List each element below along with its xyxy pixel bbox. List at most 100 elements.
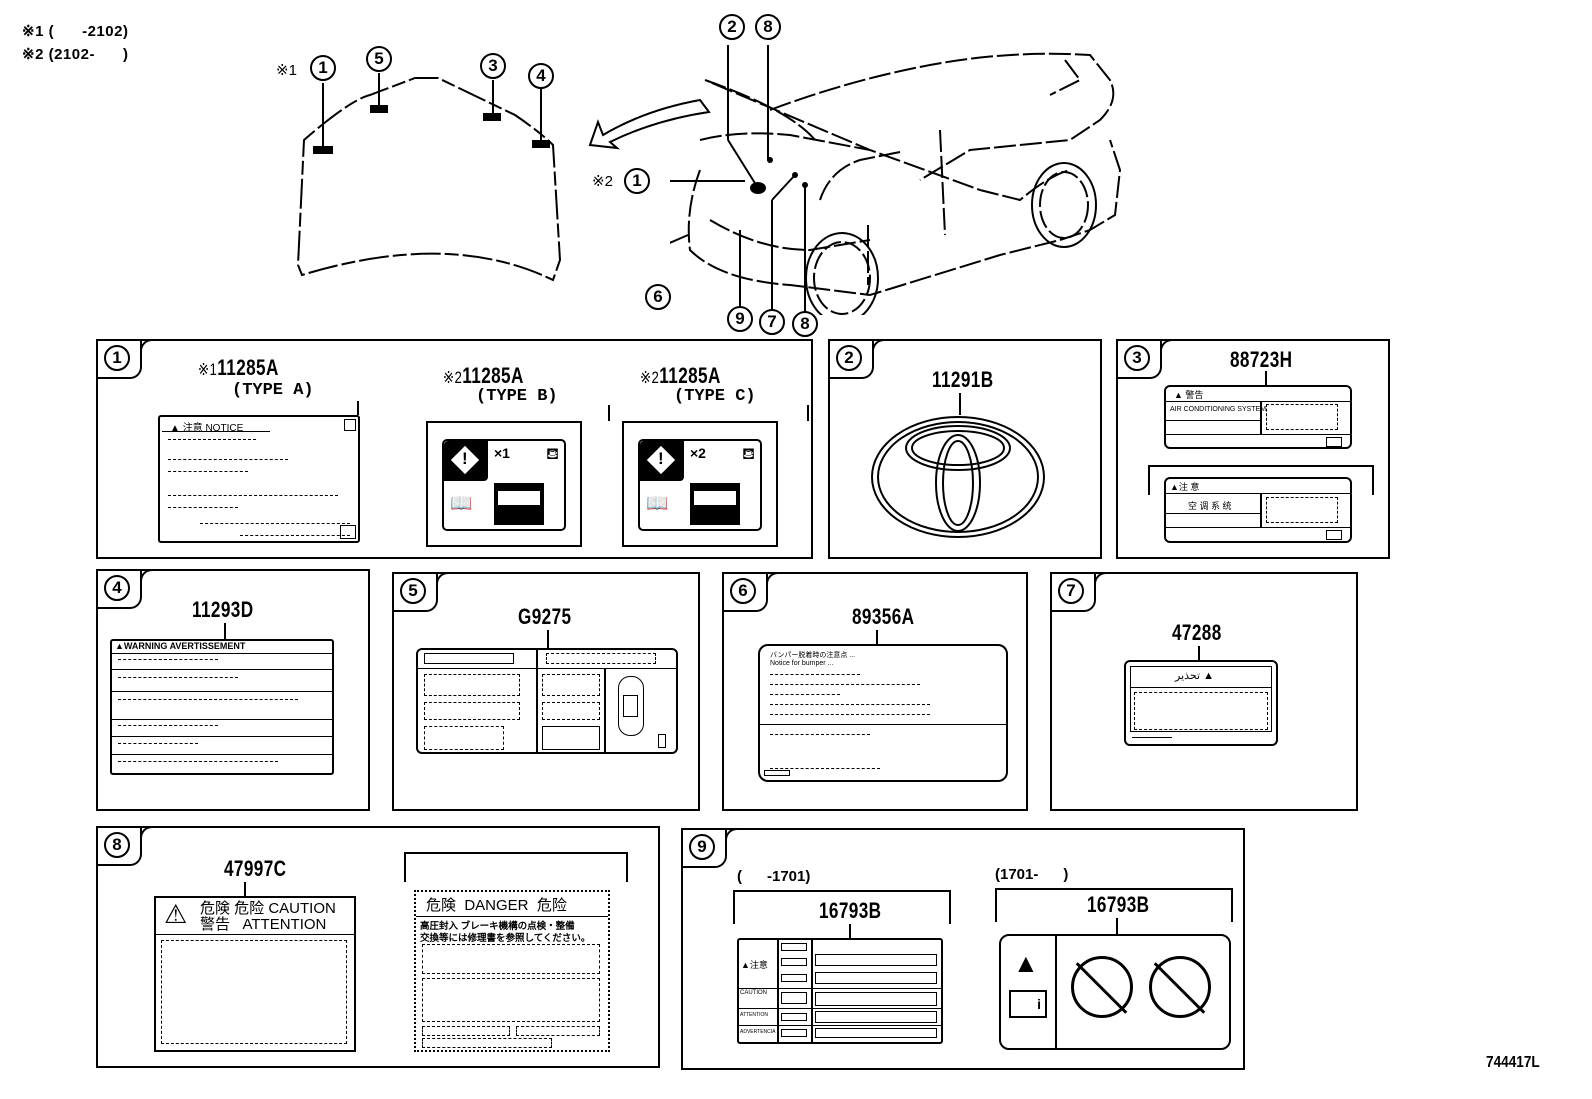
car-top-view-icon xyxy=(618,676,644,736)
label-mark-1 xyxy=(313,146,333,154)
notice-header: ▲ 注意 NOTICE xyxy=(170,423,244,434)
caution-header-line-1: 危険 危险 CAUTION xyxy=(200,900,336,917)
panel-1: 1 ※111285A (TYPE A) ▲ 注意 NOTICE ※211285A… xyxy=(96,339,813,559)
fill-count-text: ×1 xyxy=(494,445,510,461)
panel-8-number: 8 xyxy=(104,832,130,858)
warning-label-header: ▲WARNING AVERTISSEMENT xyxy=(115,641,246,651)
danger-text-line-2: 交換等には修理書を参照してください。 xyxy=(420,933,591,944)
car-callout-2[interactable]: 2 xyxy=(719,14,745,40)
panel-1-number: 1 xyxy=(104,345,130,371)
part-number-11285a-type-c: ※211285A xyxy=(640,363,721,388)
part-number-11293d: 11293D xyxy=(192,597,254,622)
read-manual-icon: i xyxy=(1009,990,1047,1018)
panel-6: 6 89356A バンパー脱着時の注意点 ... Notice for bump… xyxy=(722,572,1028,811)
part-number-89356a: 89356A xyxy=(852,604,915,629)
part-number-88723h: 88723H xyxy=(1230,347,1293,372)
hood-callout-1-prefix: ※1 xyxy=(276,62,297,79)
label-9-left-range: ( -1701) xyxy=(737,868,811,885)
panel-5-number: 5 xyxy=(400,578,426,604)
part-number-11285a-type-a: ※111285A xyxy=(198,355,279,380)
car-callout-8-bottom[interactable]: 8 xyxy=(792,311,818,337)
fill-count-text: ×2 xyxy=(690,445,706,461)
legend-note-1: ※1 ( -2102) xyxy=(22,23,129,40)
hood-callout-5[interactable]: 5 xyxy=(366,46,392,72)
warning-icon: ! xyxy=(640,441,684,481)
toyota-emblem-icon xyxy=(871,416,1045,538)
diagram-code: 744417L xyxy=(1486,1054,1540,1071)
part-number-16793b-left: 16793B xyxy=(819,898,882,923)
manual-book-icon: 📖 xyxy=(450,493,473,513)
car-callout-1[interactable]: 1 xyxy=(624,168,650,194)
row-label-advertencia: ADVERTENCIA xyxy=(740,1029,776,1035)
coolant-label-type-c: ! ×2 ⛾ 📖 xyxy=(622,421,778,547)
arabic-warning-label: تحذير ▲ xyxy=(1124,660,1278,746)
row-label-caution-en: CAUTION xyxy=(740,990,767,996)
panel-3: 3 88723H ▲ 警告 AIR CONDITIONING SYSTEM ▲注… xyxy=(1116,339,1390,559)
part-number-47288: 47288 xyxy=(1172,620,1222,645)
panel-9-number: 9 xyxy=(689,834,715,860)
part-number-16793b-right: 16793B xyxy=(1087,892,1150,917)
legend-note-2: ※2 (2102- ) xyxy=(22,46,129,63)
ac-label-cn-header: ▲注 意 xyxy=(1170,482,1200,492)
watering-can-icon: ⛾ xyxy=(742,446,756,463)
label-mark-5 xyxy=(370,105,388,113)
panel-2-number: 2 xyxy=(836,345,862,371)
danger-text-line-1: 高圧封入 ブレーキ機構の点検・整備 xyxy=(420,921,575,932)
coolant-label-type-b: ! ×1 ⛾ 📖 xyxy=(426,421,582,547)
reservoir-tank-icon xyxy=(690,483,740,525)
label-mark-3 xyxy=(483,113,501,121)
bumper-notice-line-en: Notice for bumper ... xyxy=(770,660,834,667)
panel-3-number: 3 xyxy=(1124,345,1150,371)
type-b-label: (TYPE B) xyxy=(476,387,558,406)
part-number-g9275: G9275 xyxy=(518,604,572,629)
part-number-47997c: 47997C xyxy=(224,856,287,881)
caution-triangle-icon: ⚠ xyxy=(164,899,188,929)
danger-header: 危険 DANGER 危险 xyxy=(426,897,567,914)
bumper-notice-label: バンパー脱着時の注意点 ... Notice for bumper ... xyxy=(758,644,1008,782)
direction-arrow-icon xyxy=(588,98,711,150)
panel-6-number: 6 xyxy=(730,578,756,604)
caution-label: ⚠ 危険 危险 CAUTION 警告 ATTENTION xyxy=(154,896,356,1052)
panel-tab: 1 xyxy=(96,339,142,379)
panel-2: 2 11291B xyxy=(828,339,1102,559)
row-label-caution-jp: ▲注意 xyxy=(741,960,768,970)
bumper-notice-line-jp: バンパー脱着時の注意点 ... xyxy=(770,652,856,659)
arabic-warning-header: تحذير ▲ xyxy=(1175,670,1215,682)
part-number-11285a-type-b: ※211285A xyxy=(443,363,524,388)
panel-4-number: 4 xyxy=(104,575,130,601)
hood-callout-1[interactable]: 1 xyxy=(310,55,336,81)
multilingual-caution-label: ▲注意 CAUTION ATTENTION ADVERTENCIA xyxy=(737,938,943,1044)
part-number-11291b: 11291B xyxy=(932,367,994,392)
ac-label-header: ▲ 警告 xyxy=(1174,390,1204,400)
hood-callout-4[interactable]: 4 xyxy=(528,63,554,89)
label-9-right-range: (1701- ) xyxy=(995,866,1069,883)
car-callout-1-prefix: ※2 xyxy=(592,173,613,190)
warning-triangle-icon: ▲ xyxy=(1013,948,1039,978)
warning-icon: ! xyxy=(444,441,488,481)
warning-label: ▲WARNING AVERTISSEMENT xyxy=(110,639,334,775)
panel-7-number: 7 xyxy=(1058,578,1084,604)
car-callout-8-top[interactable]: 8 xyxy=(755,14,781,40)
no-spray-icon xyxy=(1149,956,1211,1018)
label-mark-4 xyxy=(532,140,550,148)
reservoir-tank-icon xyxy=(494,483,544,525)
danger-label: 危険 DANGER 危险 高圧封入 ブレーキ機構の点検・整備 交換等には修理書を… xyxy=(414,890,610,1052)
panel-4: 4 11293D ▲WARNING AVERTISSEMENT xyxy=(96,569,370,811)
row-label-attention: ATTENTION xyxy=(740,1012,768,1018)
ac-label-text: AIR CONDITIONING SYSTEM xyxy=(1170,406,1267,413)
car-callout-6[interactable]: 6 xyxy=(645,284,671,310)
caution-header-line-2: 警告 ATTENTION xyxy=(200,916,327,933)
vehicle-illustration xyxy=(670,45,1122,315)
tire-pressure-label xyxy=(416,648,678,754)
hood-callout-3[interactable]: 3 xyxy=(480,53,506,79)
panel-5: 5 G9275 xyxy=(392,572,700,811)
hood-outline-diagram xyxy=(296,73,562,282)
car-callout-9[interactable]: 9 xyxy=(727,306,753,332)
panel-7: 7 47288 تحذير ▲ xyxy=(1050,572,1358,811)
car-callout-7[interactable]: 7 xyxy=(759,309,785,335)
notice-label-type-a: ▲ 注意 NOTICE xyxy=(158,415,360,543)
type-a-label: (TYPE A) xyxy=(232,381,314,400)
watering-can-icon: ⛾ xyxy=(546,446,560,463)
pictogram-caution-label: ▲ i xyxy=(999,934,1231,1050)
panel-8: 8 47997C ⚠ 危険 危险 CAUTION 警告 ATTENTION 危険… xyxy=(96,826,660,1068)
